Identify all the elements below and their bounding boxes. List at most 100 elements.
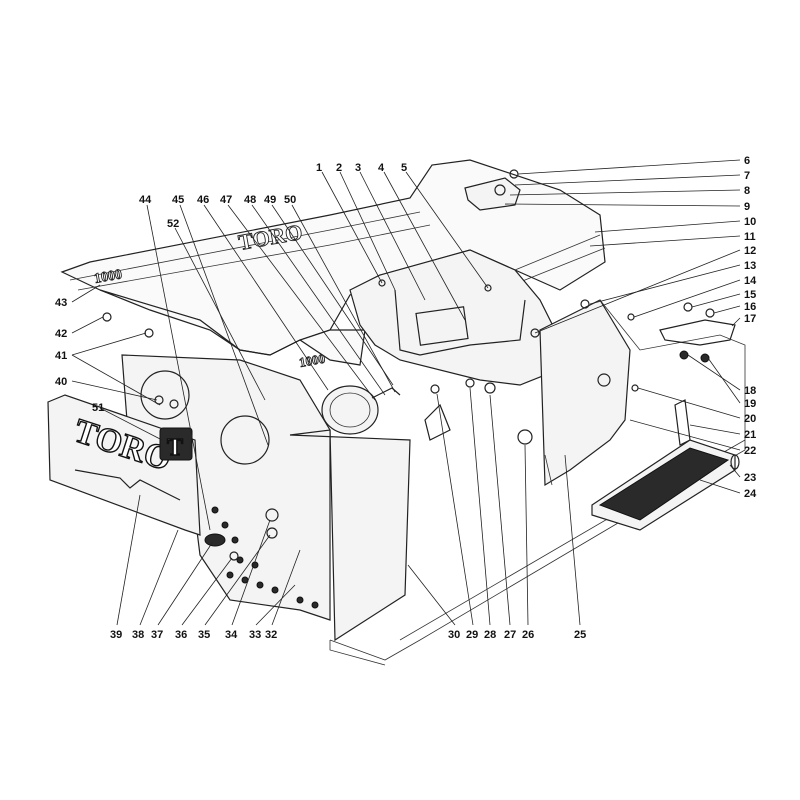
hood-stripe-right	[514, 234, 601, 271]
nut-19	[700, 353, 710, 363]
leader-38	[139, 529, 179, 626]
leader-42	[71, 316, 104, 334]
leader-39	[116, 494, 141, 626]
latch-knob	[494, 184, 506, 196]
bolt-20	[631, 384, 639, 392]
part-label: 13	[744, 260, 756, 272]
leader-46	[203, 204, 329, 391]
leader-51	[99, 407, 163, 441]
left-hardware	[102, 312, 279, 561]
part-label: 45	[172, 194, 184, 206]
mesh-dot	[271, 586, 279, 594]
mesh-dot	[256, 581, 264, 589]
mesh-dot	[236, 556, 244, 564]
knob-40b	[169, 399, 179, 409]
leader-41b	[71, 354, 161, 406]
leader-22	[629, 419, 741, 451]
bracket-17	[659, 319, 736, 346]
part-label: 52	[167, 218, 179, 230]
part-label: 46	[197, 194, 209, 206]
part-label: 12	[744, 245, 756, 257]
leader-41a	[71, 332, 147, 356]
part-label: 2	[336, 162, 342, 174]
part-label: 35	[198, 629, 210, 641]
front-grille-panel	[121, 354, 331, 621]
part-label: 26	[522, 629, 534, 641]
mesh-dot	[231, 536, 239, 544]
bolt-16	[705, 308, 715, 318]
leader-45	[179, 204, 269, 446]
clamp-37	[204, 533, 226, 547]
clip-12	[530, 328, 540, 338]
part-label: 33	[249, 629, 261, 641]
leader-lines	[71, 159, 741, 626]
leader-6	[517, 159, 741, 175]
part-label: 4	[378, 162, 385, 174]
leader-29	[436, 393, 474, 626]
leader-33	[255, 584, 296, 626]
hood-stripe-right-2	[519, 247, 606, 283]
part-label: 17	[744, 313, 756, 325]
leader-19	[707, 357, 741, 404]
leader-36	[181, 557, 233, 626]
leader-37	[157, 542, 213, 626]
headlight-opening-left	[140, 370, 190, 420]
leader-4	[383, 171, 466, 321]
leader-48	[251, 204, 386, 396]
part-label: 41	[55, 350, 67, 362]
nut-35	[266, 527, 278, 539]
voltage-regulator	[415, 306, 469, 346]
part-label: 43	[55, 297, 67, 309]
part-label: 16	[744, 301, 756, 313]
part-label: 5	[401, 162, 407, 174]
leader-24	[699, 479, 741, 494]
part-label: 24	[744, 488, 757, 500]
leader-8	[509, 189, 741, 196]
part-label: 1	[316, 162, 322, 174]
bolt-15	[683, 302, 693, 312]
washer-41	[144, 328, 154, 338]
screw-13	[580, 299, 590, 309]
leader-23	[729, 464, 741, 478]
leader-11	[589, 235, 741, 247]
bolt-29	[465, 378, 475, 388]
part-label: 3	[355, 162, 361, 174]
hood-stripe	[69, 211, 421, 281]
screw-1	[378, 279, 386, 287]
leader-43	[71, 284, 101, 303]
part-label: 40	[55, 376, 67, 388]
leader-3	[359, 171, 426, 301]
right-panel-knob	[597, 373, 611, 387]
leader-10	[594, 220, 741, 233]
foot-rest-tread	[598, 447, 730, 521]
part-number-labels: 1 2 3 4 5 6 7 8 9 10 11 12 13 14 15 16 1…	[55, 155, 757, 641]
headlight-mount	[371, 387, 401, 399]
part-label: 8	[744, 185, 750, 197]
right-side-panel-shape	[539, 299, 631, 487]
headlight-opening-right	[220, 415, 270, 465]
emblem-letter: T	[167, 435, 183, 461]
leader-2	[339, 171, 396, 291]
part-label: 36	[175, 629, 187, 641]
leader-47	[227, 204, 376, 401]
grille-mesh	[211, 506, 319, 609]
leader-52	[174, 227, 266, 401]
leader-40	[71, 380, 158, 401]
leader-13	[589, 264, 741, 305]
part-label: 6	[744, 155, 750, 167]
bolt-26	[517, 429, 533, 445]
part-label: 28	[484, 629, 496, 641]
dash-bracket	[394, 289, 526, 356]
part-label: 21	[744, 429, 756, 441]
name-plate-underline	[74, 469, 181, 501]
screw-5	[484, 284, 492, 292]
leader-21	[689, 424, 741, 435]
leader-7	[514, 174, 741, 186]
part-label: 15	[744, 289, 756, 301]
part-label: 7	[744, 170, 750, 182]
leader-17	[731, 317, 741, 327]
part-label: 23	[744, 472, 756, 484]
part-label: 19	[744, 398, 756, 410]
part-label: 48	[244, 194, 256, 206]
